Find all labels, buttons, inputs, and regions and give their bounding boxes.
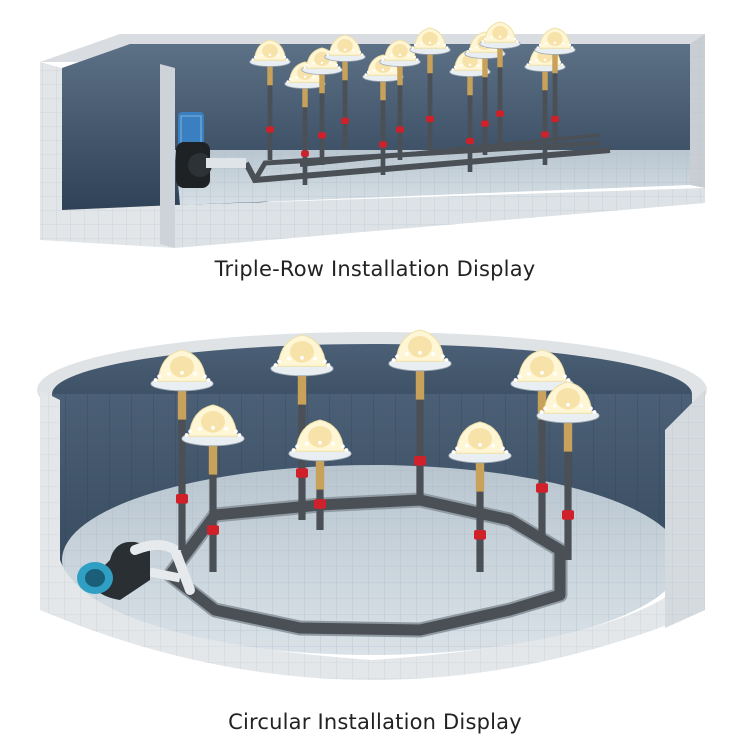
foam-fountain-nozzle-icon: [362, 54, 404, 175]
pipe-network: [243, 133, 611, 184]
foam-fountain-nozzle-icon: [249, 39, 291, 160]
fountain-row-group: [249, 21, 576, 185]
triple-row-illustration: [0, 0, 750, 250]
foam-fountain-nozzle-icon: [288, 419, 352, 530]
foam-fountain-nozzle-icon: [510, 349, 574, 535]
foam-fountain-nozzle-icon: [448, 421, 512, 572]
fountain-ring-group: [150, 329, 600, 572]
water-pump-icon: [77, 540, 195, 600]
caption-triple-row: Triple-Row Installation Display: [214, 257, 536, 281]
foam-fountain-nozzle-icon: [379, 39, 421, 160]
foam-fountain-nozzle-icon: [536, 381, 600, 560]
foam-fountain-nozzle-icon: [479, 21, 521, 145]
foam-fountain-nozzle-icon: [388, 329, 452, 505]
caption-circular: Circular Installation Display: [228, 710, 522, 734]
foam-fountain-nozzle-icon: [534, 27, 576, 150]
foam-fountain-nozzle-icon: [150, 349, 214, 550]
water-pump-icon: [176, 112, 246, 188]
foam-fountain-nozzle-icon: [409, 27, 451, 150]
foam-fountain-nozzle-icon: [181, 404, 245, 572]
foam-fountain-nozzle-icon: [324, 34, 366, 150]
circular-pool: [37, 329, 707, 680]
rectangular-pool: [40, 21, 705, 248]
circular-illustration: [0, 310, 750, 710]
